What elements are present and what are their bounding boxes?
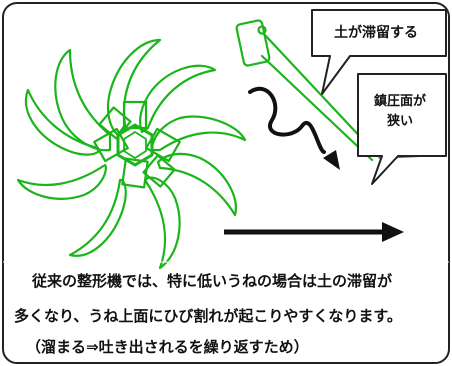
travel-direction-arrow: [224, 222, 404, 242]
callout-compaction: [357, 73, 447, 185]
soil-flow-arrow: [248, 86, 340, 170]
arm-line-lower: [260, 54, 374, 162]
arm-pivot: [257, 25, 267, 35]
rotor-blade-7: [68, 178, 127, 257]
caption-line-1: 従来の整形機では、特に低いうねの場合は土の滞留が: [32, 272, 393, 290]
caption-line-2: 多くなり、うね上面にひび割れが起こりやすくなります。: [14, 307, 402, 325]
hub-flange-lr: [142, 154, 176, 188]
callout-soil-stagnation-text: 土が滞留する: [334, 25, 418, 41]
caption-line-3: （溜まる⇒吐き出されるを繰り返すため）: [26, 338, 309, 356]
rotor-blade-8: [16, 163, 108, 200]
hub-flange-ul: [98, 106, 132, 140]
arm-bracket: [235, 19, 271, 67]
rotor-blade-1: [54, 48, 112, 152]
hub-hexagon: [116, 123, 154, 167]
hub-hexagon-inner: [123, 131, 147, 159]
callout-compaction-text-2: 狭い: [386, 114, 413, 129]
rotor: [16, 38, 247, 270]
soil-flow-head: [323, 150, 340, 170]
rotor-blade-3: [139, 64, 217, 134]
callout-compaction-text-1: 鎮圧面が: [373, 94, 426, 109]
rotor-blade-4: [150, 115, 247, 152]
rotor-blade-6: [143, 176, 181, 270]
rotor-blade-9: [24, 88, 100, 156]
rotor-blade-2: [106, 38, 162, 137]
rotor-blade-5: [156, 152, 238, 217]
callout-soil-stagnation: [311, 9, 447, 95]
soil-flow-wave: [248, 86, 326, 154]
